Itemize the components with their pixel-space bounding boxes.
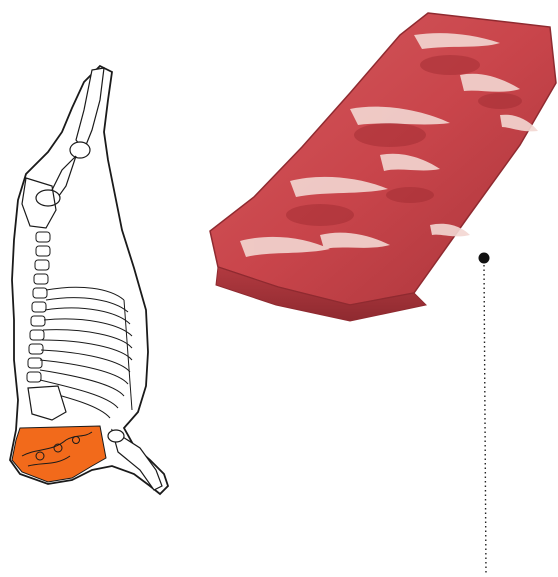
carcass-outline [0,0,200,577]
pointer-dotted-line [484,265,486,575]
pointer-dot [479,253,490,264]
pointer-leader-line [470,245,500,577]
meat-cut-illustration [200,5,558,325]
